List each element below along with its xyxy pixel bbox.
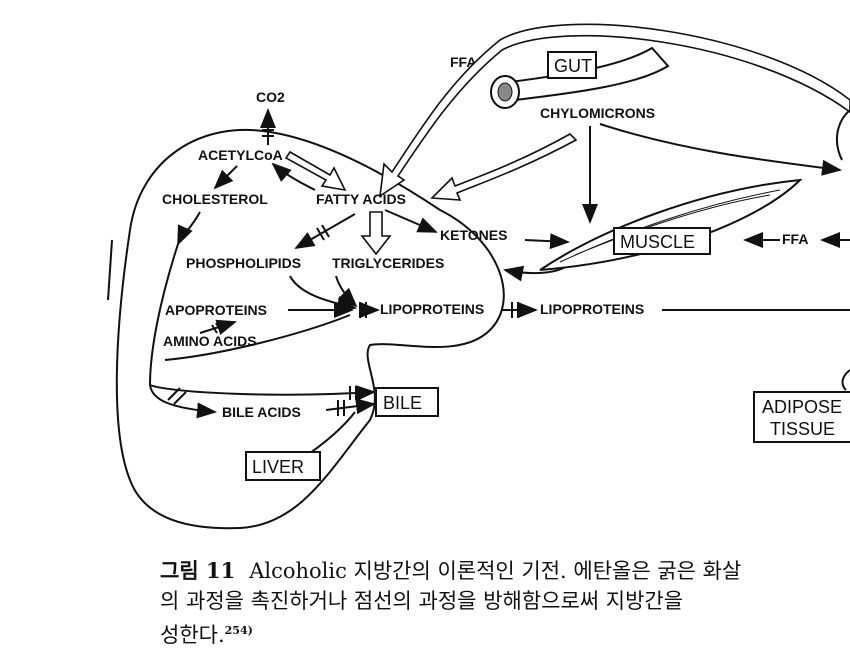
adipose-tissue-box xyxy=(753,391,850,443)
arrow-to-bile-acids xyxy=(148,243,217,419)
arrow-amino-to-lipoproteins xyxy=(164,314,351,361)
liver-box xyxy=(245,451,321,481)
muscle-box xyxy=(613,227,711,255)
caption-line-3: 성한다.254) xyxy=(160,616,850,650)
adipose-label-line2: TISSUE xyxy=(770,419,835,439)
muscle-label: MUSCLE xyxy=(620,232,695,252)
arrow-bileacids-bile xyxy=(325,398,376,415)
bold-arrow-fattyacids-triglycerides xyxy=(360,211,392,256)
caption-line-2: 의 과정을 촉진하거나 점선의 과정을 방해함으로써 지방간을 xyxy=(160,589,684,613)
adipose-illustration xyxy=(835,109,850,161)
arrow-chylomicrons-adipose xyxy=(599,123,842,176)
bracket-line xyxy=(107,239,113,301)
arrow-fattyacids-ketones xyxy=(384,209,438,233)
caption-text-3: 성한다. xyxy=(160,623,225,647)
block-mark xyxy=(321,224,330,238)
adipose-illustration xyxy=(841,369,850,391)
liver-outline xyxy=(115,128,505,530)
bold-arrow-chylomicrons-liver xyxy=(430,133,578,201)
arrow-fattyacids-acetylcoa xyxy=(271,162,316,191)
ffa-top-label: FFA xyxy=(450,54,476,70)
chylomicrons-label: CHYLOMICRONS xyxy=(540,105,655,121)
bold-arrow-acetylcoa-fattyacids xyxy=(284,150,347,192)
muscle-illustration xyxy=(539,178,803,271)
bile-label: BILE xyxy=(383,393,422,413)
block-mark xyxy=(215,322,222,332)
bile-acids-label: BILE ACIDS xyxy=(222,404,301,420)
arrow-cholesterol-down xyxy=(177,211,201,246)
phospholipids-label: PHOSPHOLIPIDS xyxy=(186,255,301,271)
lipoproteins-liver-label: LIPOPROTEINS xyxy=(380,301,484,317)
caption-line-1: 그림 11 Alcoholic 지방간의 이론적인 기전. 에탄올은 굵은 화살 xyxy=(160,556,850,586)
triglycerides-label: TRIGLYCERIDES xyxy=(332,255,444,271)
apoproteins-label: APOPROTEINS xyxy=(165,302,267,318)
bile-box xyxy=(375,387,439,417)
gut-label: GUT xyxy=(554,56,592,76)
arrow-triglycerides-lipoproteins xyxy=(335,275,358,308)
arrow-ketones-muscle xyxy=(524,233,570,250)
adipose-label-line1: ADIPOSE xyxy=(762,397,842,417)
caption-reference: 254) xyxy=(224,624,253,637)
lipoproteins-blood-label: LIPOPROTEINS xyxy=(540,301,644,317)
arrow-aminoacids-apoproteins xyxy=(199,319,237,336)
block-mark xyxy=(211,324,218,334)
cholesterol-label: CHOLESTEROL xyxy=(162,191,268,207)
block-mark xyxy=(316,227,325,241)
co2-label: CO2 xyxy=(256,89,285,105)
block-mark xyxy=(173,391,187,405)
caption-text-1: Alcoholic 지방간의 이론적인 기전. 에탄올은 굵은 화살 xyxy=(249,559,742,583)
liver-label: LIVER xyxy=(252,457,304,477)
ketones-label: KETONES xyxy=(440,227,507,243)
acetylcoa-label: ACETYLCoA xyxy=(198,147,283,163)
bold-arrow-ffa-fattyacids xyxy=(378,23,850,198)
amino-acids-label: AMINO ACIDS xyxy=(163,333,257,349)
figure-number: 그림 11 xyxy=(160,558,236,583)
fatty-acids-label: FATTY ACIDS xyxy=(316,191,406,207)
gut-box xyxy=(547,51,597,79)
arrow-to-bile xyxy=(149,384,376,402)
ffa-right-label: FFA xyxy=(782,231,808,247)
arrow-acetylcoa-cholesterol xyxy=(213,165,238,190)
